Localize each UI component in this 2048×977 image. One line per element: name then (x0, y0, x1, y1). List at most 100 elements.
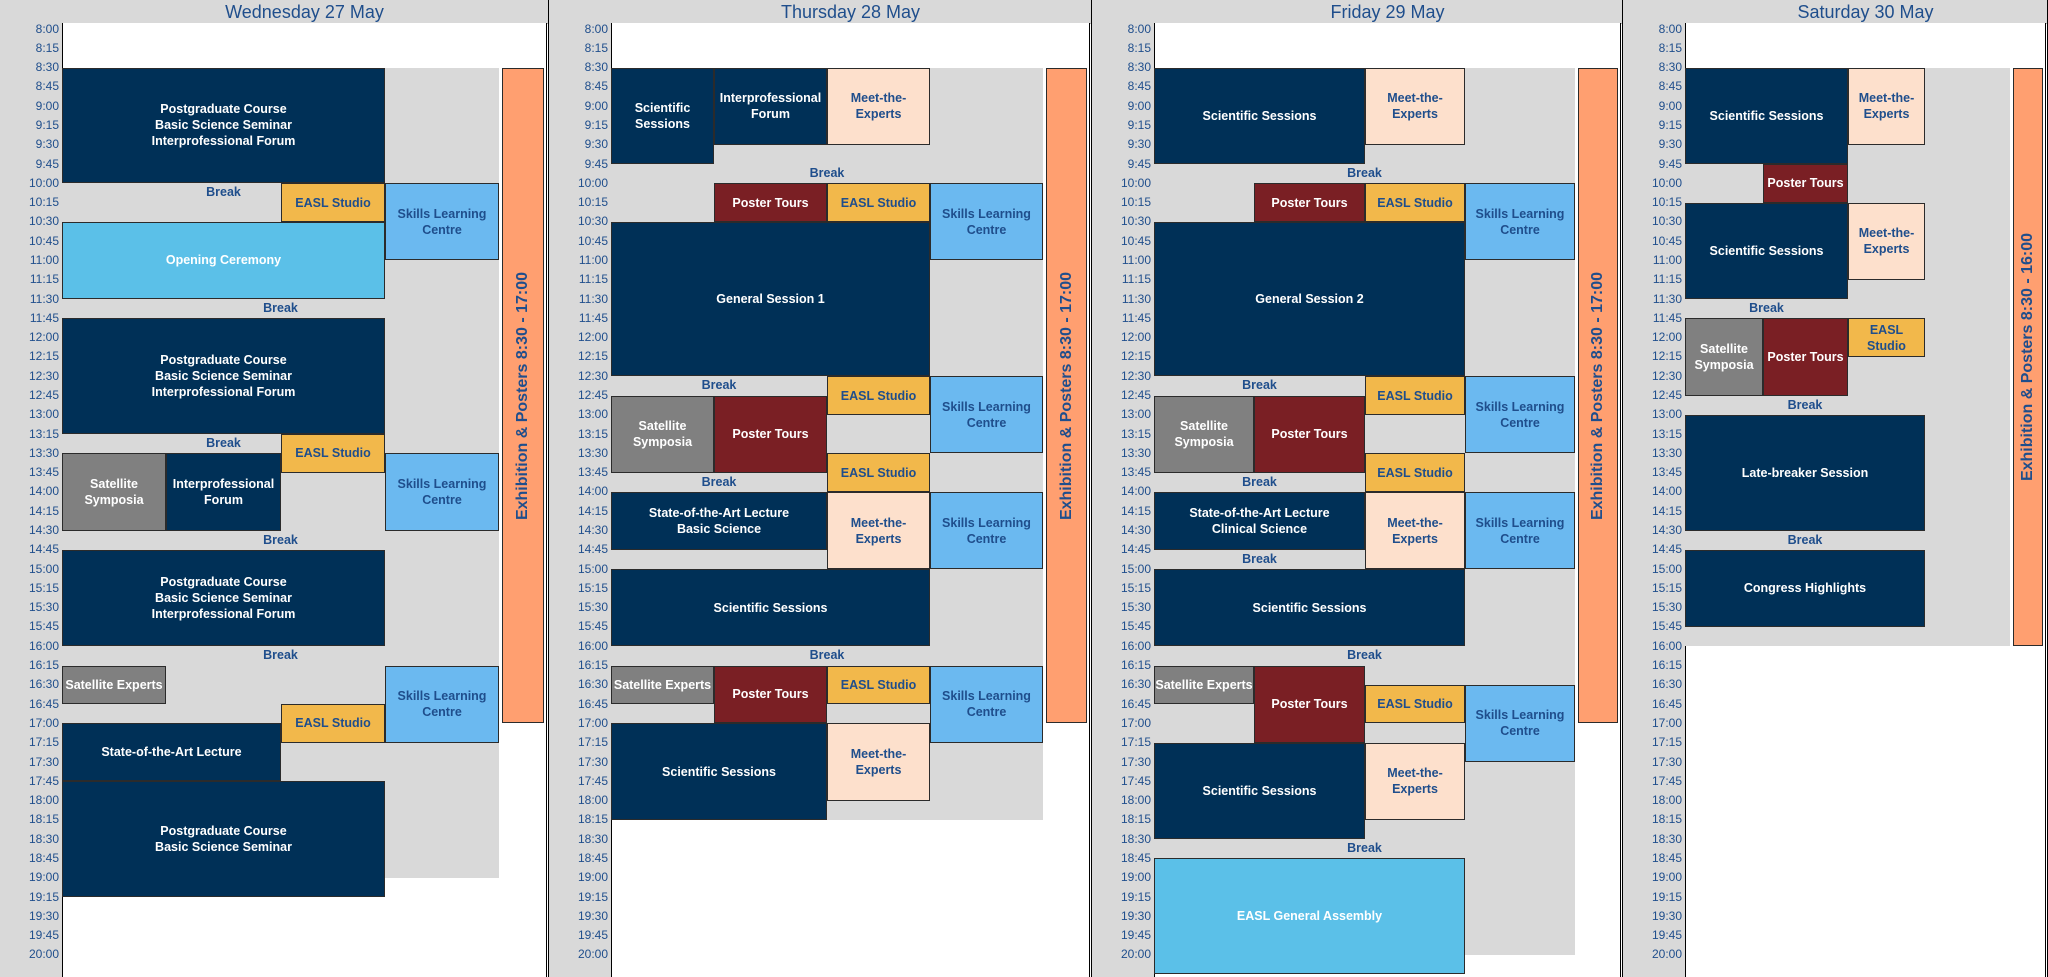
session-scientific-sessions[interactable]: Scientific Sessions (1685, 202, 1848, 300)
time-label: 15:00 (577, 561, 608, 576)
session-congress-highlights[interactable]: Congress Highlights (1685, 549, 1925, 627)
time-label: 13:00 (1651, 407, 1682, 422)
session-poster-tours[interactable]: Poster Tours (714, 665, 827, 724)
session-easl-studio[interactable]: EASL Studio (827, 183, 930, 222)
session-poster-tours[interactable]: Poster Tours (714, 395, 827, 473)
session-easl-studio[interactable]: EASL Studio (1365, 684, 1465, 724)
break-label: Break (701, 474, 737, 489)
session-meet-the-experts[interactable]: Meet-the- Experts (1365, 742, 1465, 820)
session-state-of-the-art-lecture-clinical-science[interactable]: State-of-the-Art Lecture Clinical Scienc… (1154, 491, 1365, 550)
session-skills-learning-centre[interactable]: Skills Learning Centre (930, 665, 1043, 743)
session-easl-studio[interactable]: EASL Studio (827, 453, 930, 492)
time-label: 17:45 (1120, 773, 1151, 788)
session-poster-tours[interactable]: Poster Tours (1254, 183, 1365, 222)
session-easl-studio[interactable]: EASL Studio (1365, 183, 1465, 222)
session-late-breaker-session[interactable]: Late-breaker Session (1685, 414, 1925, 531)
session-skills-learning-centre[interactable]: Skills Learning Centre (930, 491, 1043, 570)
time-label: 15:45 (1120, 619, 1151, 634)
session-easl-studio[interactable]: EASL Studio (1365, 453, 1465, 492)
session-poster-tours[interactable]: Poster Tours (714, 183, 827, 222)
exhibition-posters-bar[interactable]: Exhibition & Posters 8:30 - 17:00 (1046, 67, 1087, 724)
session-scientific-sessions[interactable]: Scientific Sessions (1154, 67, 1365, 165)
session-scientific-sessions[interactable]: Scientific Sessions (611, 67, 714, 165)
session-scientific-sessions[interactable]: Scientific Sessions (1154, 742, 1365, 840)
session-opening-ceremony[interactable]: Opening Ceremony (62, 221, 385, 300)
session-meet-the-experts[interactable]: Meet-the-Experts (827, 67, 930, 145)
time-label: 9:15 (584, 117, 608, 132)
session-scientific-sessions[interactable]: Scientific Sessions (611, 723, 827, 820)
session-skills-learning-centre[interactable]: Skills Learning Centre (930, 183, 1043, 261)
session-general-session-2[interactable]: General Session 2 (1154, 221, 1465, 377)
time-label: 11:30 (1652, 291, 1682, 306)
time-label: 16:15 (1120, 658, 1151, 673)
exhibition-posters-bar[interactable]: Exhibition & Posters 8:30 - 17:00 (502, 67, 544, 724)
time-label: 9:00 (584, 98, 608, 113)
session-easl-general-assembly[interactable]: EASL General Assembly (1154, 858, 1465, 975)
time-label: 10:15 (28, 195, 59, 210)
day-header: Wednesday 27 May (0, 0, 549, 24)
session-skills-learning-centre[interactable]: Skills Learning Centre (930, 376, 1043, 454)
session-skills-learning-centre[interactable]: Skills Learning Centre (1465, 376, 1575, 454)
session-interprofessional-forum[interactable]: Interprofessional Forum (166, 453, 281, 531)
session-easl-studio[interactable]: EASL Studio (281, 183, 385, 222)
session-satellite-symposia[interactable]: Satellite Symposia (62, 453, 166, 531)
time-label: 9:45 (1127, 156, 1151, 171)
session-scientific-sessions[interactable]: Scientific Sessions (1685, 67, 1848, 165)
session-interprofessional-forum[interactable]: Interprofessional Forum (714, 67, 827, 145)
day-header: Friday 29 May (1092, 0, 1623, 24)
session-scientific-sessions[interactable]: Scientific Sessions (1154, 569, 1465, 647)
session-postgraduate-course-basic-science-seminar-interprofessional-forum[interactable]: Postgraduate Course Basic Science Semina… (62, 318, 385, 435)
session-skills-learning-centre[interactable]: Skills Learning Centre (1465, 684, 1575, 763)
time-label: 17:00 (1651, 715, 1682, 730)
session-meet-the-experts[interactable]: Meet-the- Experts (1365, 67, 1465, 145)
time-label: 19:45 (1651, 928, 1682, 943)
session-satellite-experts[interactable]: Satellite Experts (1154, 665, 1254, 705)
session-poster-tours[interactable]: Poster Tours (1254, 665, 1365, 743)
session-skills-learning-centre[interactable]: Skills Learning Centre (385, 183, 499, 261)
session-poster-tours[interactable]: Poster Tours (1254, 395, 1365, 473)
exhibition-posters-bar[interactable]: Exhibition & Posters 8:30 - 16:00 (2013, 67, 2043, 647)
session-poster-tours[interactable]: Poster Tours (1763, 164, 1848, 203)
session-state-of-the-art-lecture[interactable]: State-of-the-Art Lecture (62, 723, 281, 782)
session-postgraduate-course-basic-science-seminar[interactable]: Postgraduate Course Basic Science Semina… (62, 781, 385, 898)
time-label: 12:15 (1651, 349, 1682, 364)
session-satellite-symposia[interactable]: Satellite Symposia (611, 395, 714, 473)
session-poster-tours[interactable]: Poster Tours (1763, 318, 1848, 396)
time-label: 16:45 (1651, 696, 1682, 711)
time-label: 15:30 (1120, 600, 1151, 615)
session-satellite-symposia[interactable]: Satellite Symposia (1154, 395, 1254, 473)
session-skills-learning-centre[interactable]: Skills Learning Centre (1465, 183, 1575, 261)
session-scientific-sessions[interactable]: Scientific Sessions (611, 569, 930, 647)
time-label: 14:15 (1120, 503, 1151, 518)
time-label: 20:00 (1651, 947, 1682, 962)
session-postgraduate-course-basic-science-seminar-interprofessional-forum[interactable]: Postgraduate Course Basic Science Semina… (62, 67, 385, 184)
session-satellite-symposia[interactable]: Satellite Symposia (1685, 318, 1763, 396)
session-easl-studio[interactable]: EASL Studio (1365, 376, 1465, 415)
session-easl-studio[interactable]: EASL Studio (281, 704, 385, 743)
session-meet-the-experts[interactable]: Meet-the- Experts (1848, 202, 1925, 280)
session-easl-studio[interactable]: EASL Studio (827, 665, 930, 705)
session-postgraduate-course-basic-science-seminar-interprofessional-forum[interactable]: Postgraduate Course Basic Science Semina… (62, 549, 385, 647)
time-label: 10:15 (1120, 195, 1151, 210)
session-easl-studio[interactable]: EASL Studio (281, 434, 385, 473)
session-meet-the-experts[interactable]: Meet-the-Experts (827, 491, 930, 570)
break-label: Break (701, 378, 737, 393)
session-skills-learning-centre[interactable]: Skills Learning Centre (1465, 491, 1575, 570)
session-satellite-experts[interactable]: Satellite Experts (611, 665, 714, 705)
session-easl-studio[interactable]: EASL Studio (827, 376, 930, 415)
session-easl-studio[interactable]: EASL Studio (1848, 318, 1925, 357)
session-skills-learning-centre[interactable]: Skills Learning Centre (385, 665, 499, 743)
session-meet-the-experts[interactable]: Meet-the- Experts (1365, 491, 1465, 570)
time-label: 14:00 (28, 484, 59, 499)
time-label: 15:30 (28, 600, 59, 615)
session-general-session-1[interactable]: General Session 1 (611, 221, 930, 377)
session-meet-the-experts[interactable]: Meet-the- Experts (1848, 67, 1925, 145)
session-satellite-experts[interactable]: Satellite Experts (62, 665, 166, 705)
time-label: 15:00 (1651, 561, 1682, 576)
session-meet-the-experts[interactable]: Meet-the-Experts (827, 723, 930, 801)
session-state-of-the-art-lecture-basic-science[interactable]: State-of-the-Art Lecture Basic Science (611, 491, 827, 550)
session-skills-learning-centre[interactable]: Skills Learning Centre (385, 453, 499, 531)
exhibition-posters-bar[interactable]: Exhibition & Posters 8:30 - 17:00 (1578, 67, 1618, 724)
time-label: 13:45 (28, 465, 59, 480)
time-label: 17:00 (28, 715, 59, 730)
